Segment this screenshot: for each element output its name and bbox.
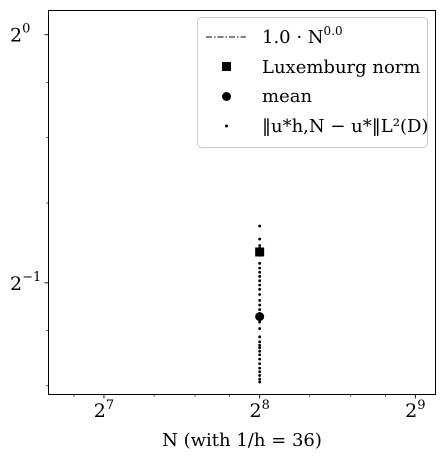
data-point-error: [258, 253, 262, 257]
plot-frame: [48, 10, 436, 395]
data-point-error: [258, 261, 262, 265]
x-axis-label: N (with 1/h = 36): [162, 430, 322, 451]
x-tick-label: 27: [94, 398, 114, 422]
data-point-mean: [255, 312, 265, 322]
data-point-error: [258, 303, 262, 307]
data-point-error: [258, 340, 262, 344]
data-point-error: [258, 266, 262, 270]
data-point-error: [258, 287, 262, 291]
data-point-error: [258, 251, 262, 255]
legend-marker-square: [222, 62, 231, 71]
legend-entry-luxemburg: Luxemburg norm: [262, 57, 420, 78]
data-point-error: [258, 224, 262, 228]
data-point-error: [258, 237, 262, 241]
legend-power-law-text: 1.0 · N: [262, 27, 324, 48]
data-point-error: [258, 275, 262, 278]
data-point-error: [258, 343, 262, 347]
data-point-error: [258, 353, 262, 357]
data-point-error: [258, 308, 262, 311]
data-point-error: [258, 312, 262, 315]
y-tick-label: 2−1: [10, 270, 41, 295]
data-point-error: [258, 346, 262, 350]
data-point-error: [258, 335, 262, 339]
data-point-error: [258, 362, 262, 365]
legend-box: [197, 17, 428, 148]
data-point-error: [258, 374, 262, 377]
data-point-error: [258, 246, 262, 250]
data-point-error: [258, 249, 262, 253]
data-point-error: [258, 293, 262, 296]
legend-power-law-exponent: 0.0: [324, 24, 343, 38]
y-tick-label: 20: [10, 22, 30, 47]
data-point-error: [258, 327, 262, 330]
legend-marker-circle: [222, 92, 231, 101]
data-point-error: [258, 244, 262, 247]
data-point-error: [258, 370, 262, 374]
data-point-error: [258, 279, 262, 283]
data-point-error: [258, 270, 262, 274]
data-point-error: [258, 283, 262, 287]
legend: 1.0 · N0.0 Luxemburg norm mean ‖u*h,N − …: [197, 17, 428, 148]
data-point-error: [258, 349, 262, 353]
data-point-error: [258, 377, 262, 381]
data-point-error: [258, 366, 262, 370]
data-point-error: [258, 320, 262, 324]
x-tick-label: 28: [249, 398, 269, 422]
legend-entry-mean: mean: [262, 86, 312, 107]
legend-entry-error-norm: ‖u*h,N − u*‖L²(D): [262, 116, 428, 137]
data-point-error: [258, 380, 262, 384]
data-point-error: [258, 299, 262, 302]
data-point-error: [258, 357, 262, 361]
data-point-error: [258, 317, 262, 321]
legend-marker-small-dot: [225, 124, 228, 128]
legend-entry-power-law: 1.0 · N0.0: [262, 24, 343, 48]
x-tick-label: 29: [405, 398, 425, 422]
